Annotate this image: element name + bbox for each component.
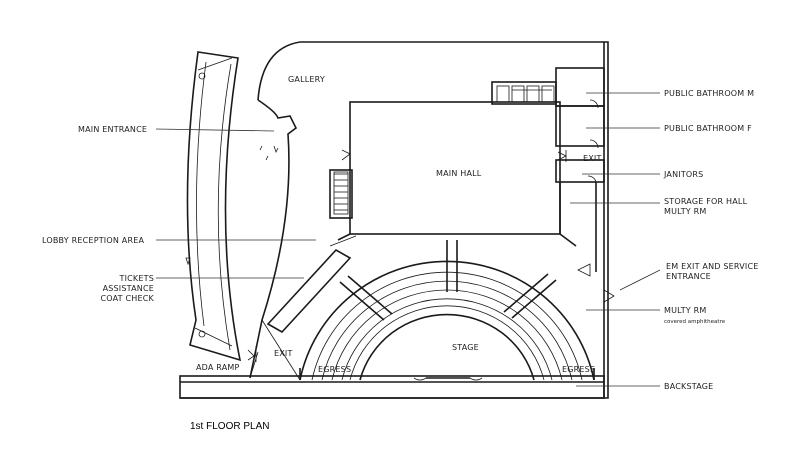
right-callouts: PUBLIC BATHROOM M PUBLIC BATHROOM F JANI…: [570, 89, 759, 391]
egress-east-label: EGRESS: [562, 365, 595, 374]
plan-title: 1st FLOOR PLAN: [190, 421, 269, 432]
exit-west-label: EXIT: [274, 349, 293, 358]
ada-ramp-label: ADA RAMP: [196, 363, 240, 372]
ticket-counter: [247, 235, 357, 381]
lobby-curved-wall: [186, 51, 242, 362]
amphitheatre: [299, 240, 595, 381]
lobby-label: LOBBY RECEPTION AREA: [42, 236, 144, 245]
multy-rm-label: MULTY RM: [664, 306, 707, 315]
egress-west-label: EGRESS: [318, 365, 351, 374]
stage-label: STAGE: [452, 343, 479, 352]
outer-walls: [180, 41, 609, 399]
backstage-label: BACKSTAGE: [664, 382, 713, 391]
detail-marks: [185, 145, 279, 266]
main-entrance-label: MAIN ENTRANCE: [78, 125, 147, 134]
bathroom-f-label: PUBLIC BATHROOM F: [664, 124, 752, 133]
em-exit-entrance-label: ENTRANCE: [666, 272, 711, 281]
tickets-label: TICKETS: [119, 274, 155, 283]
lobby-inner-wall: [249, 99, 298, 379]
main-hall: [329, 101, 577, 247]
janitors-label: JANITORS: [663, 170, 703, 179]
stage-backstage: [179, 375, 605, 399]
main-hall-label: MAIN HALL: [436, 169, 482, 178]
assistance-label: ASSISTANCE: [103, 284, 154, 293]
storage-multy-label: MULTY RM: [664, 207, 707, 216]
bathroom-m-label: PUBLIC BATHROOM M: [664, 89, 754, 98]
service-block: [491, 67, 615, 303]
exit-east-label: EXIT: [583, 154, 602, 163]
coat-check-label: COAT CHECK: [100, 294, 154, 303]
left-callouts: MAIN ENTRANCE LOBBY RECEPTION AREA TICKE…: [42, 125, 316, 303]
gallery-label: GALLERY: [288, 75, 325, 84]
multy-rm-note: covered amphitheatre: [664, 319, 726, 325]
storage-label: STORAGE FOR HALL: [664, 197, 748, 206]
em-exit-label: EM EXIT AND SERVICE: [666, 262, 759, 271]
